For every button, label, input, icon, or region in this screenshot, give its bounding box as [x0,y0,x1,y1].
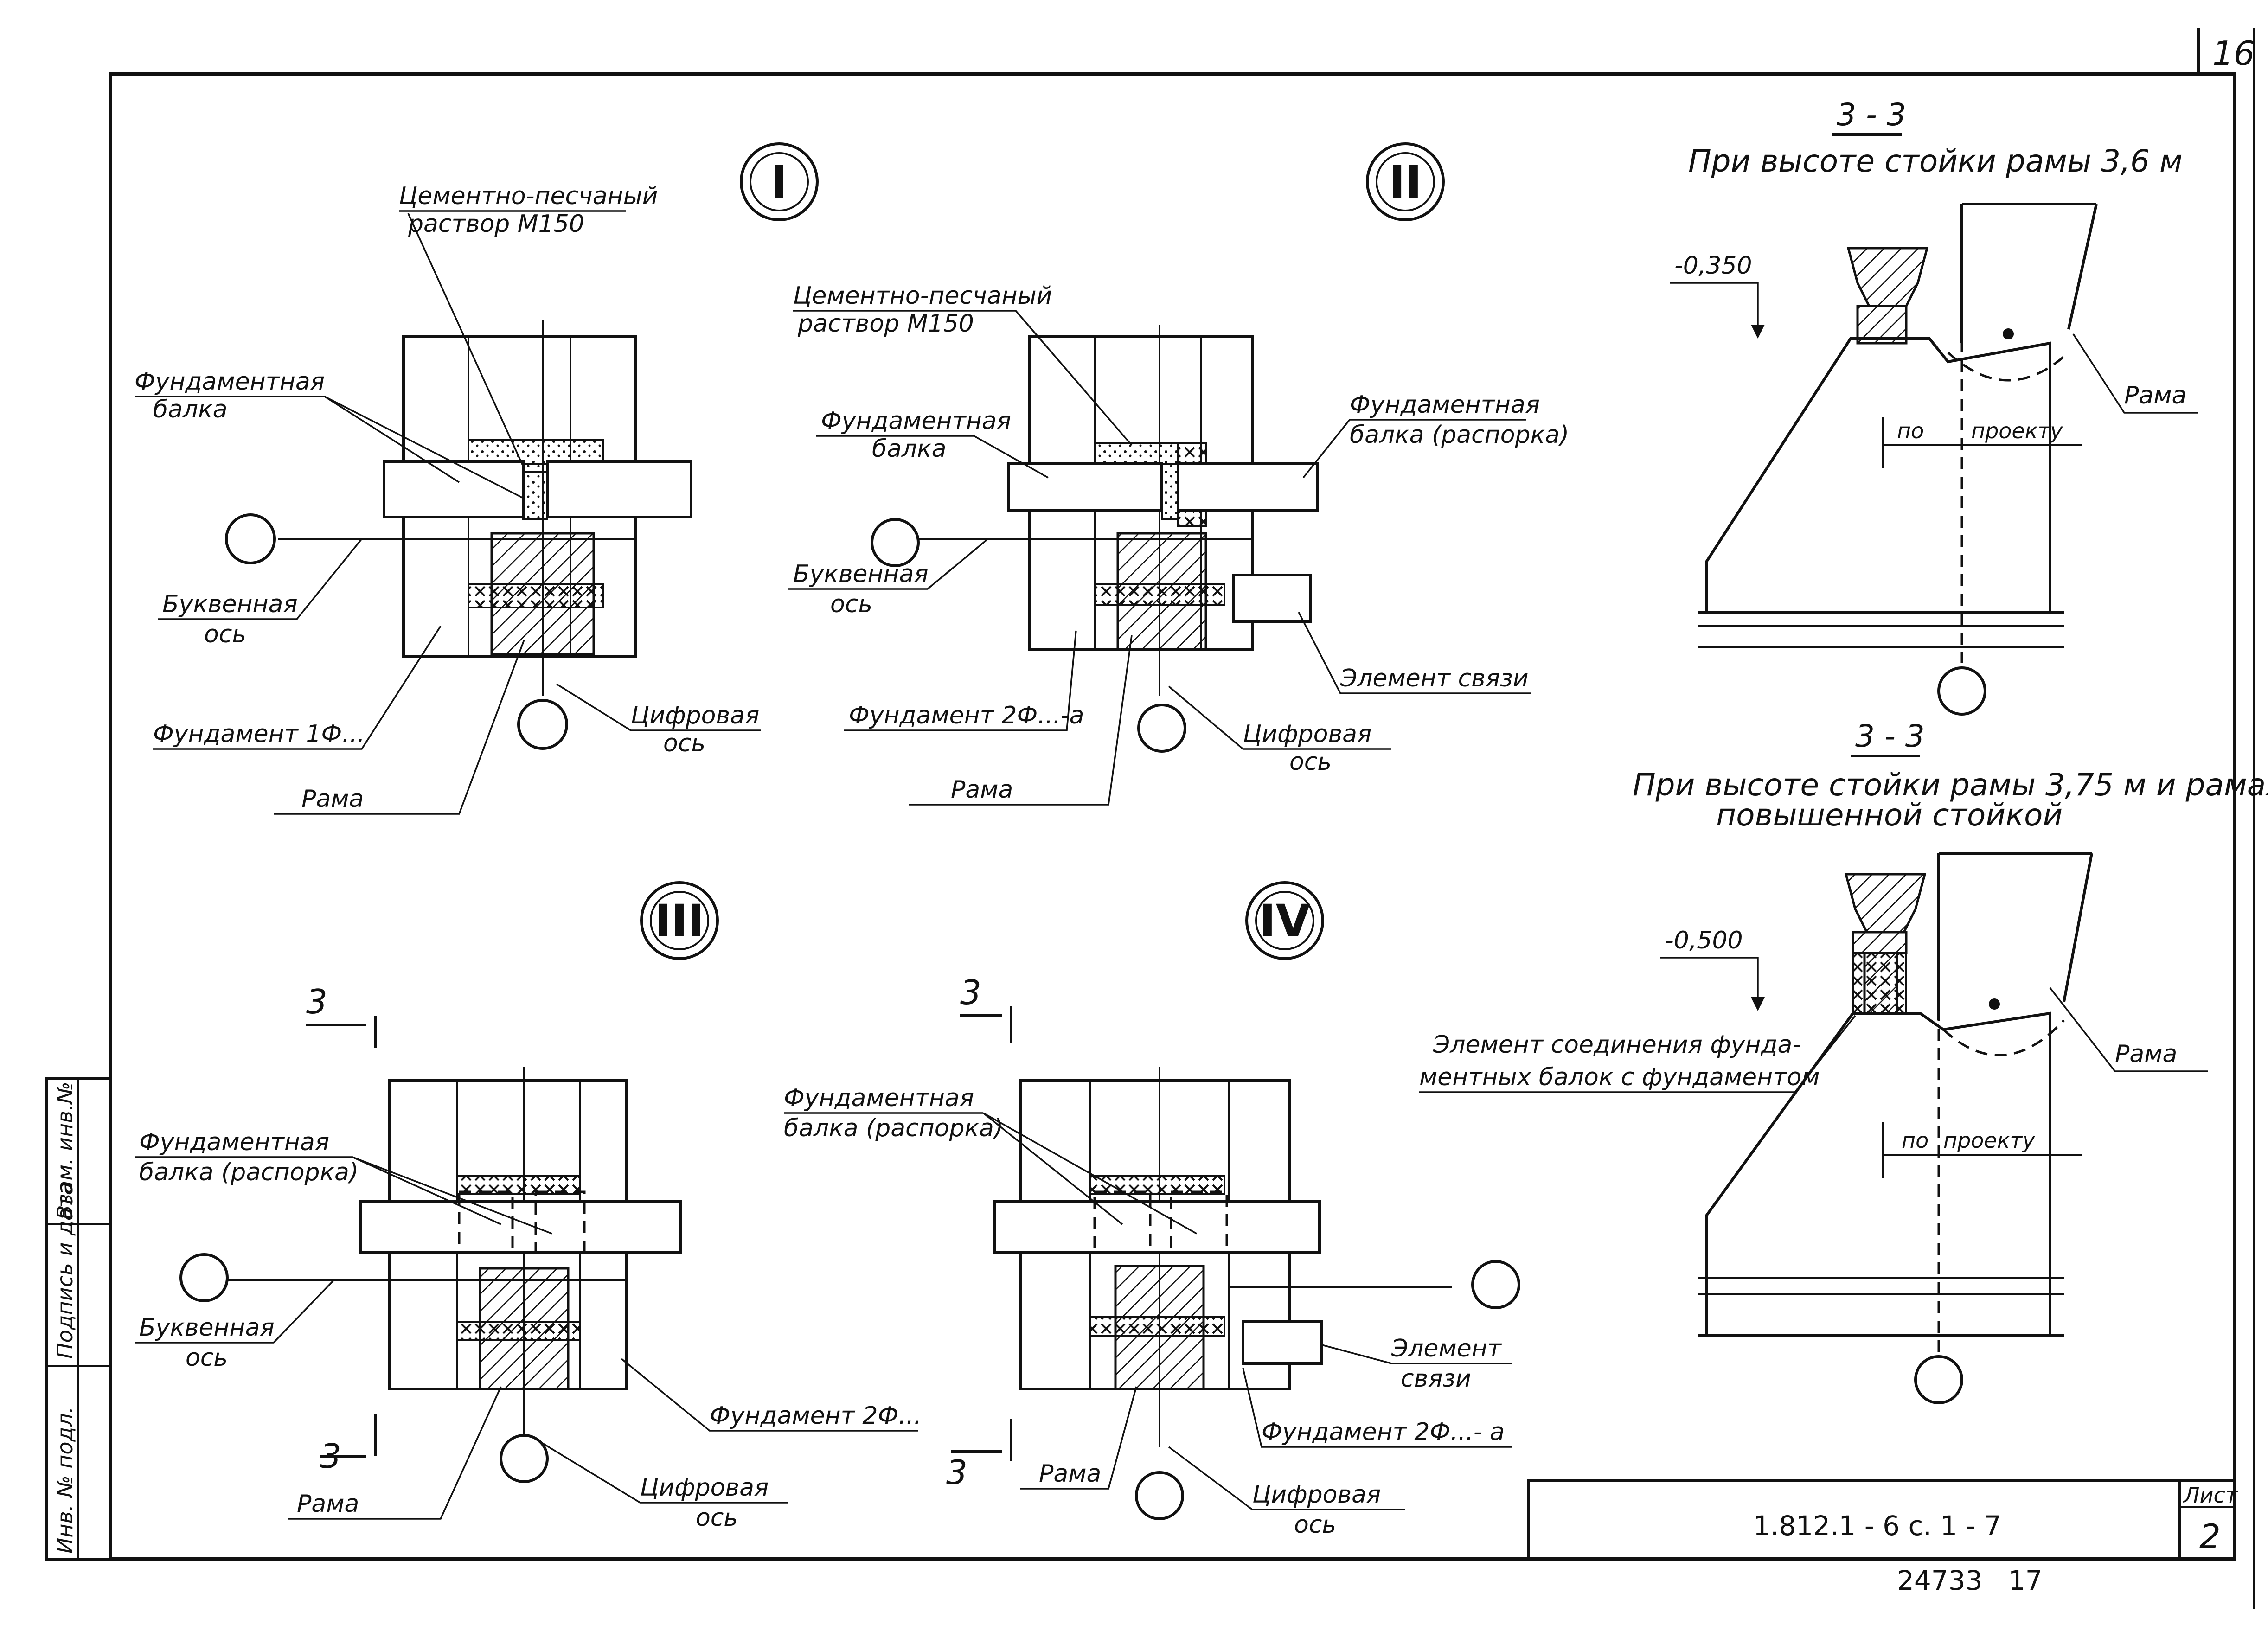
node-3-beam-1: Фундаментная [139,1128,329,1156]
section-lower: 3 - 3 При высоте стойки рамы 3,75 м и ра… [1419,718,2268,1404]
node-2-digit-axis-2: ось [1289,748,1332,776]
node-1-mortar-2: раствор М150 [408,210,584,238]
node-1-digit-axis-2: ось [663,729,705,757]
node-2-beam-right-1: Фундаментная [1350,391,1540,419]
section-lower-dim-right: проекту [1943,1128,2035,1153]
node-3-marker [640,881,719,960]
corner-number: 16 [2212,34,2255,73]
node-3-digit-axis-bubble [500,1434,549,1483]
stamp-sheet-label: Лист [2183,1483,2238,1508]
node-2-marker [1366,142,1445,221]
stamp-sheet-number: 2 [2199,1517,2221,1556]
section-lower-axis-bubble [1914,1355,1963,1404]
node-4-cut-bottom: 3 [946,1453,967,1492]
side-label-inv: Инв. № подл. [52,1407,77,1554]
node-3-cut-top: 3 [306,982,327,1021]
node-4-beam-1: Фундаментная [784,1084,974,1112]
node-3-letter-axis-2: ось [186,1344,228,1372]
section-lower-subtitle-2: повышенной стойкой [1716,797,2063,833]
node-2-foundation: Фундамент 2Ф...-а [849,702,1084,729]
node-3-frame: Рама [297,1490,359,1518]
node-3-digit-axis-2: ось [696,1504,738,1532]
node-3-digit-axis-1: Цифровая [640,1474,769,1502]
section-upper-dim-right: проекту [1971,418,2063,443]
section-lower-subtitle-1: При высоте стойки рамы 3,75 м и рамах с [1633,767,2268,803]
node-1-marker [740,142,819,221]
node-4-marker [1245,881,1324,960]
node-1-mortar-1: Цементно-песчаный [399,182,658,210]
node-3-foundation: Фундамент 2Ф... [710,1402,922,1430]
node-4-digit-axis-2: ось [1294,1511,1336,1539]
node-1-foundation: Фундамент 1Ф... [153,720,365,748]
node-4-digit-axis-bubble [1135,1471,1184,1520]
node-4-frame: Рама [1039,1460,1101,1488]
side-label-replace: Взам. инв.№ [52,1081,77,1220]
section-lower-level: -0,500 [1665,927,1743,954]
node-3-roman: III [654,895,704,947]
section-upper: 3 - 3 При высоте стойки рамы 3,6 м -0,35… [1670,97,2198,716]
section-upper-dim-left: по [1897,418,1924,443]
node-1-letter-axis-2: ось [204,621,246,648]
node-3-beam-2: балка (распорка) [139,1158,359,1186]
section-lower-joint-1: Элемент соединения фунда- [1433,1031,1801,1059]
node-4-foundation: Фундамент 2Ф...- а [1262,1418,1505,1446]
section-upper-level: -0,350 [1674,252,1752,280]
node-1-digit-axis-1: Цифровая [631,702,759,729]
node-1-letter-axis-bubble [225,513,276,564]
node-2-digit-axis-bubble [1137,704,1186,753]
node-2-link: Элемент связи [1340,665,1529,692]
node-1-detail: I Цементно-песчаный раствор М150 Фундаме… [135,142,819,815]
node-4-beam-2: балка (распорка) [784,1114,1003,1142]
node-4-roman: IV [1259,895,1310,947]
stamp-code: 1.812.1 - 6 с. 1 - 7 [1753,1510,2001,1542]
node-3-letter-axis-1: Буквенная [139,1314,275,1342]
node-4-link-2: связи [1401,1365,1471,1393]
node-2-beam-left-1: Фундаментная [821,407,1011,435]
node-1-frame: Рама [301,785,364,813]
node-1-letter-axis-1: Буквенная [162,590,298,618]
node-2-letter-axis-1: Буквенная [793,560,929,588]
footer-numbers: 24733 17 [1897,1565,2043,1596]
node-2-letter-axis-bubble [871,518,920,567]
sheet-frame: 16 Инв. № подл. Подпись и дата Взам. инв… [45,28,2255,1609]
section-lower-joint-2: ментных балок с фундаментом [1419,1063,1820,1091]
node-2-beam-right-2: балка (распорка) [1350,421,1569,449]
section-upper-frame: Рама [2124,382,2186,410]
node-1-beam-2: балка [153,396,227,423]
section-lower-frame: Рама [2115,1040,2177,1068]
node-2-digit-axis-1: Цифровая [1243,720,1371,748]
section-lower-dim-left: по [1902,1128,1928,1153]
section-upper-title: 3 - 3 [1837,97,1906,133]
node-2-mortar-1: Цементно-песчаный [793,282,1052,310]
node-3-letter-axis-bubble [179,1253,229,1302]
node-4-link-1: Элемент [1391,1335,1502,1363]
node-2-frame: Рама [951,776,1013,804]
section-upper-subtitle: При высоте стойки рамы 3,6 м [1688,143,2183,179]
node-1-beam-1: Фундаментная [135,368,325,396]
node-1-digit-axis-bubble [517,699,568,750]
section-upper-axis-bubble [1937,666,1986,716]
node-3-detail: III 3 3 Фундаментная балка (распорка) Бу… [135,881,922,1532]
section-lower-title: 3 - 3 [1855,718,1925,754]
node-4-detail: IV 3 3 Фундаментная балка (распорка) Эле… [784,881,1520,1539]
node-4-letter-axis-bubble [1471,1260,1520,1309]
node-2-mortar-2: раствор М150 [797,310,974,338]
node-2-roman: II [1389,156,1422,208]
node-1-roman: I [771,156,788,208]
node-4-digit-axis-1: Цифровая [1252,1481,1381,1509]
node-2-beam-left-2: балка [872,435,946,463]
side-label-sign: Подпись и дата [52,1182,77,1359]
node-2-letter-axis-2: ось [830,590,872,618]
node-2-detail: II Цементно-песчаный раствор М150 Фундам… [788,142,1569,806]
title-stamp: 1.812.1 - 6 с. 1 - 7 Лист 2 [1527,1479,2238,1561]
node-4-cut-top: 3 [960,973,981,1012]
